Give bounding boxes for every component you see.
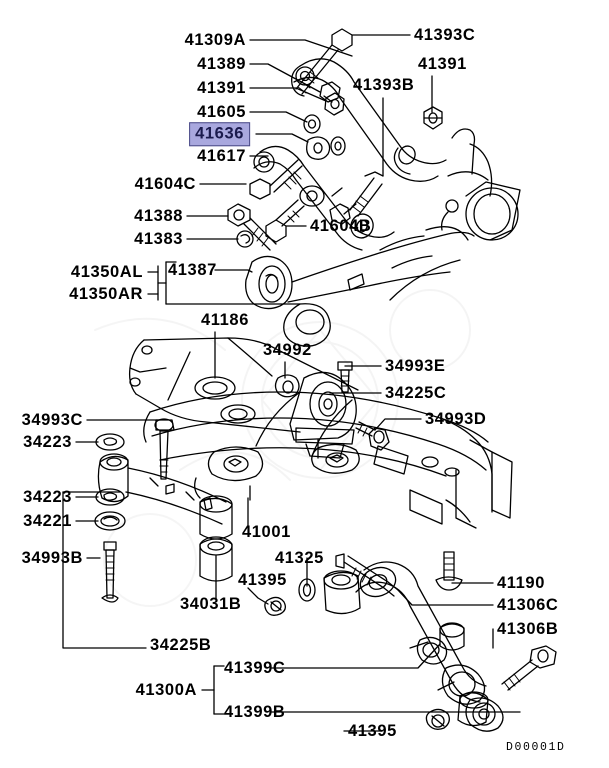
- callout-41350AL[interactable]: 41350AL: [70, 262, 143, 281]
- callout-34223-lower[interactable]: 34223: [23, 487, 72, 506]
- bolt-41190: [435, 551, 463, 591]
- upper-trailing-link: [253, 145, 395, 251]
- callout-41190[interactable]: 41190: [497, 573, 545, 592]
- crossmember-41001: [128, 337, 513, 529]
- lower-arm-assembly: [94, 418, 233, 603]
- mount-34225C: [289, 371, 357, 459]
- callout-41306B[interactable]: 41306B: [497, 619, 559, 638]
- callout-34225B[interactable]: 34225B: [150, 635, 212, 654]
- callout-41604B[interactable]: 41604B: [310, 216, 372, 235]
- callout-41617[interactable]: 41617: [197, 146, 246, 165]
- callout-34993C[interactable]: 34993C: [21, 410, 83, 429]
- callout-34221[interactable]: 34221: [23, 511, 72, 530]
- lower-control-arm-41300A: [323, 561, 504, 732]
- callout-34223-upper[interactable]: 34223: [23, 432, 72, 451]
- callout-41393C[interactable]: 41393C: [414, 25, 476, 44]
- leader-lines-middle: [214, 331, 422, 431]
- upper-lateral-arm: [291, 58, 447, 182]
- callout-41350AR[interactable]: 41350AR: [69, 284, 143, 303]
- callout-41306C[interactable]: 41306C: [497, 595, 559, 614]
- callout-41399B[interactable]: 41399B: [224, 702, 286, 721]
- bolt-34993E: [337, 361, 353, 393]
- bolt-41306C: [335, 553, 399, 597]
- leader-lines-upper-right: [285, 34, 433, 227]
- upper-fastener-stack: [303, 81, 346, 160]
- callout-41186[interactable]: 41186: [201, 310, 249, 329]
- callout-34993D[interactable]: 34993D: [425, 409, 487, 428]
- callout-41325[interactable]: 41325: [275, 548, 324, 567]
- callout-41605[interactable]: 41605: [197, 102, 246, 121]
- leader-lines-lower-right: [201, 557, 521, 732]
- bolt-41604B: [265, 185, 325, 243]
- bushing-41387: [245, 255, 293, 310]
- callout-34225C[interactable]: 34225C: [385, 383, 447, 402]
- callout-41001[interactable]: 41001: [242, 522, 291, 541]
- callout-41300A[interactable]: 41300A: [135, 680, 197, 699]
- callout-34992[interactable]: 34992: [263, 340, 312, 359]
- small-parts-41325: [264, 578, 316, 616]
- bolt-41393B: [329, 171, 384, 225]
- callout-41391[interactable]: 41391: [197, 78, 246, 97]
- bushing-34992: [274, 374, 300, 398]
- callout-34031B[interactable]: 34031B: [180, 594, 242, 613]
- callout-41387[interactable]: 41387: [168, 260, 217, 279]
- callout-41383[interactable]: 41383: [134, 229, 183, 248]
- bolt-34993D: [355, 421, 390, 451]
- callout-41391-right[interactable]: 41391: [418, 54, 467, 73]
- bushings-41399: [439, 622, 465, 651]
- callout-41309A[interactable]: 41309A: [184, 30, 246, 49]
- washer-41383: [236, 230, 254, 248]
- bolt-41306B: [501, 645, 557, 691]
- callout-41399C[interactable]: 41399C: [224, 658, 286, 677]
- nut-41391-right: [423, 106, 443, 130]
- callout-41636-highlighted[interactable]: 41636: [189, 122, 250, 146]
- callout-41393B[interactable]: 41393B: [353, 75, 415, 94]
- parts-41395-lower: [425, 691, 489, 730]
- callout-34993B[interactable]: 34993B: [21, 548, 83, 567]
- callout-41395-lower[interactable]: 41395: [348, 721, 397, 740]
- callout-34993E[interactable]: 34993E: [385, 356, 446, 375]
- leader-lines-lower-left: [62, 419, 269, 649]
- callout-41395-upper[interactable]: 41395: [238, 570, 287, 589]
- diagram-footer-code: D00001D: [506, 741, 566, 754]
- bolt-41388: [227, 203, 277, 251]
- trailing-arm-41350: [283, 128, 521, 347]
- callout-41604C[interactable]: 41604C: [134, 174, 196, 193]
- watermark: [94, 289, 471, 607]
- callout-41389[interactable]: 41389: [197, 54, 246, 73]
- bolt-41604C: [249, 159, 303, 200]
- callout-41388[interactable]: 41388: [134, 206, 183, 225]
- bolt-41393C: [295, 28, 353, 95]
